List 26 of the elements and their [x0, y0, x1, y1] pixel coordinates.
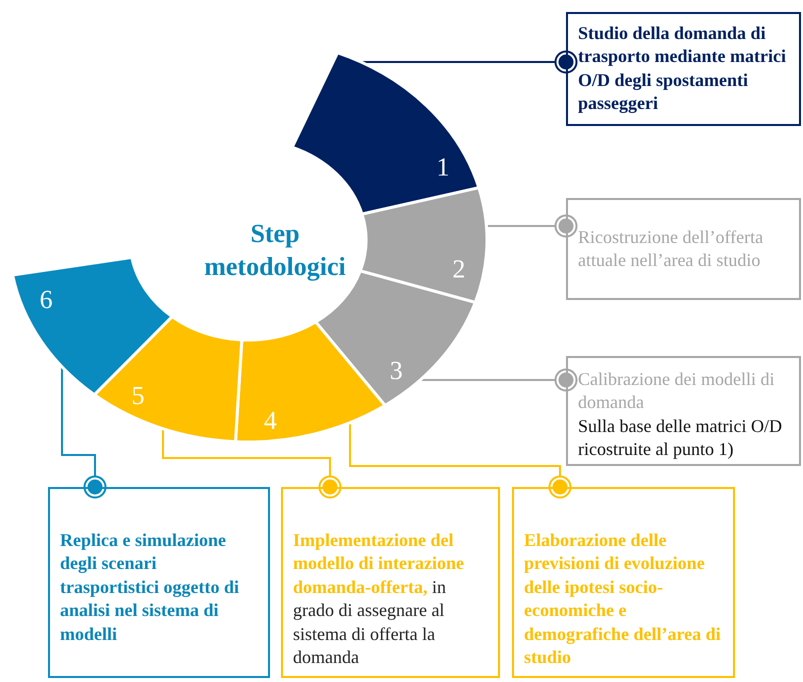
- callout-box: [512, 487, 735, 678]
- callout-box: [48, 487, 270, 678]
- step-number: 6: [40, 284, 53, 314]
- leader-line: [162, 428, 342, 498]
- step-number: 4: [264, 406, 277, 435]
- step-number: 3: [390, 356, 403, 386]
- callout-box: [566, 12, 801, 126]
- leader-line: [420, 368, 578, 392]
- step-heading: Implementazione del modello di interazione domanda-offerta, in grado di assegnare al sistema di offerta la domanda: [293, 529, 465, 669]
- step-number: 2: [452, 254, 466, 284]
- step-heading: Elaborazione delle previsioni di evoluzione delle ipotesi socio-economiche e demografiche dell’area di studio: [524, 529, 722, 669]
- leader-line: [486, 214, 578, 238]
- leader-line: [361, 50, 578, 74]
- callout-box: [566, 356, 801, 466]
- callout-box: [281, 487, 500, 678]
- step-heading: Ricostruzione dell’offerta attuale nell’area di studio: [578, 226, 764, 272]
- leader-line: [349, 422, 572, 498]
- step-number: 5: [132, 381, 145, 410]
- step-heading: Replica e simulazione degli scenari trasportistici oggetto di analisi nel sistema di modelli: [60, 529, 240, 646]
- callout-box: [566, 198, 801, 300]
- step-heading: Studio della domanda di trasporto mediante matrici O/D degli spostamenti passeggeri: [578, 22, 787, 116]
- step-heading: Calibrazione dei modelli di domanda: [578, 368, 776, 414]
- step-description: Sulla base delle matrici O/D ricostruite al punto 1): [578, 414, 783, 462]
- leader-line: [61, 366, 106, 498]
- center-title: Step metodologici: [203, 218, 347, 283]
- step-number: 1: [436, 152, 450, 182]
